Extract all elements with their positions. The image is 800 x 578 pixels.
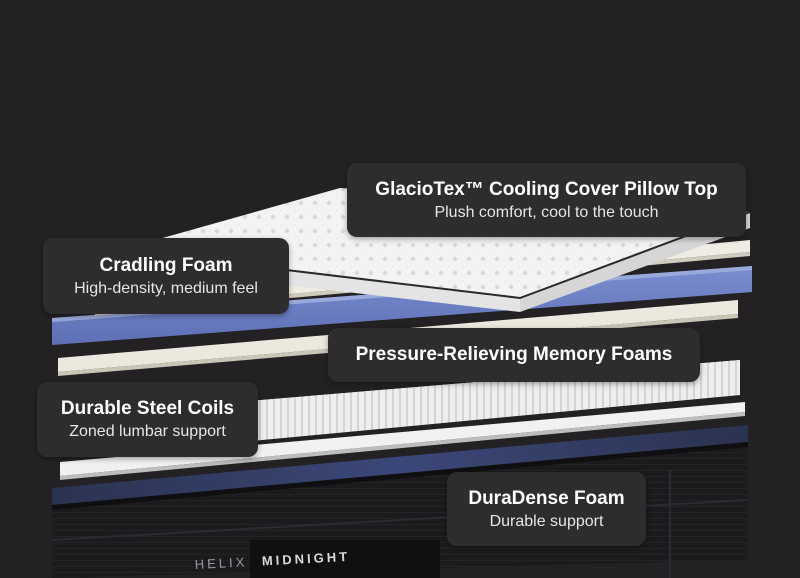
callout-title: GlacioTex™ Cooling Cover Pillow Top (375, 178, 718, 200)
callout-subtitle: High-density, medium feel (74, 279, 258, 297)
model-label: MIDNIGHT (261, 549, 350, 569)
callout-subtitle: Plush comfort, cool to the touch (434, 203, 659, 221)
callout-memory-foams: Pressure-Relieving Memory Foams (328, 328, 700, 382)
svg-text:HELIX MIDNIGHT: HELIX MIDNIGHT (194, 549, 350, 572)
callout-cooling-cover: GlacioTex™ Cooling Cover Pillow Top Plus… (347, 163, 746, 237)
callout-steel-coils: Durable Steel Coils Zoned lumbar support (37, 382, 258, 457)
callout-duradense-foam: DuraDense Foam Durable support (447, 472, 646, 546)
callout-title: Cradling Foam (99, 254, 233, 276)
duradense-foam-layer (60, 402, 745, 480)
callout-title: DuraDense Foam (468, 487, 625, 509)
callout-cradling-foam: Cradling Foam High-density, medium feel (43, 238, 289, 314)
callout-subtitle: Zoned lumbar support (69, 423, 226, 440)
brand-label: HELIX (194, 554, 247, 572)
callout-subtitle: Durable support (489, 512, 604, 530)
callout-title: Durable Steel Coils (60, 398, 235, 419)
callout-title: Pressure-Relieving Memory Foams (355, 344, 673, 365)
